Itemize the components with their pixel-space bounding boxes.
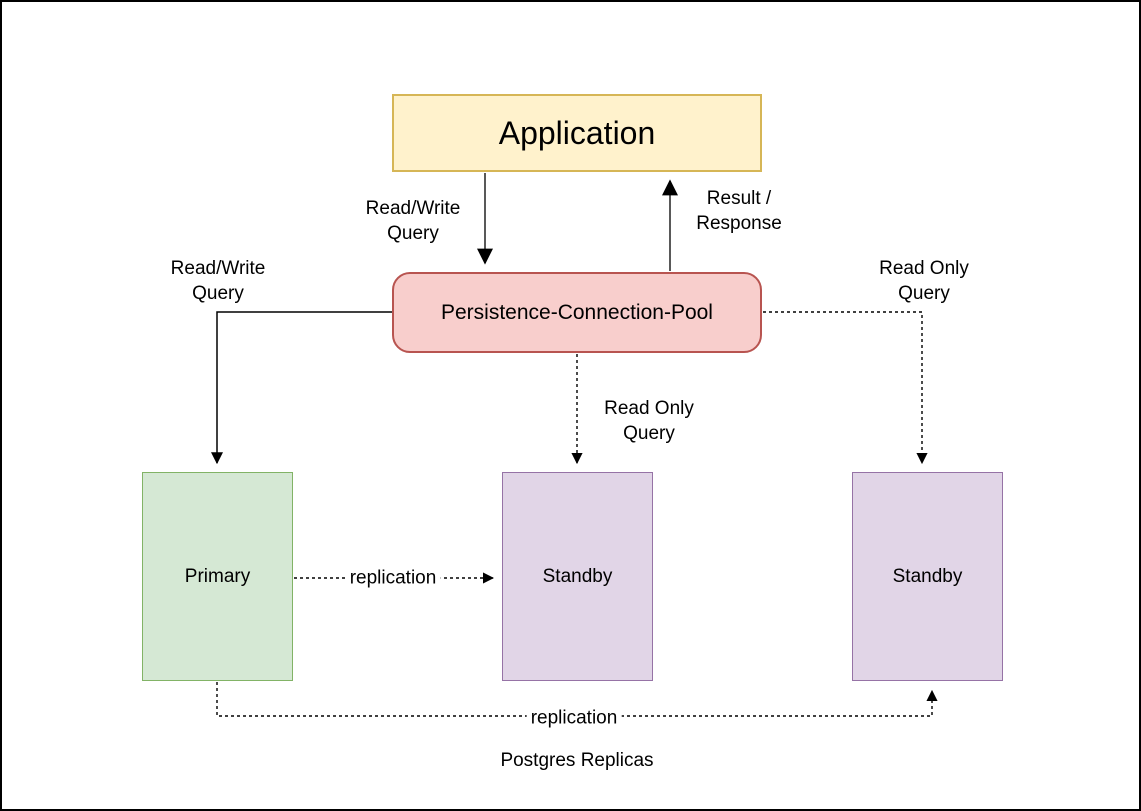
node-standby-right: Standby bbox=[852, 472, 1003, 681]
edge-label-read-only-query-right: Read Only Query bbox=[879, 258, 969, 304]
node-standby-middle: Standby bbox=[502, 472, 653, 681]
node-primary: Primary bbox=[142, 472, 293, 681]
edge-pool-to-standby-right bbox=[763, 311, 928, 465]
edge-label-replication-bottom: replication bbox=[526, 705, 622, 731]
edge-label-replication-mid: replication bbox=[345, 565, 441, 591]
edge-label-read-write-query-top: Read/Write Query bbox=[365, 198, 461, 244]
node-standby-right-label: Standby bbox=[892, 565, 963, 587]
node-pool-label: Persistence-Connection-Pool bbox=[441, 300, 713, 324]
node-primary-label: Primary bbox=[184, 565, 251, 587]
node-standby-middle-label: Standby bbox=[542, 565, 613, 587]
diagram-caption: Postgres Replicas bbox=[500, 750, 654, 771]
edge-label-read-write-query-left: Read/Write Query bbox=[170, 258, 266, 304]
node-application: Application bbox=[392, 94, 762, 172]
edge-label-read-only-query-middle: Read Only Query bbox=[604, 398, 694, 444]
node-application-label: Application bbox=[498, 114, 656, 151]
node-persistence-connection-pool: Persistence-Connection-Pool bbox=[392, 272, 762, 353]
edge-label-result-response: Result / Response bbox=[696, 188, 782, 234]
edge-pool-to-primary bbox=[211, 311, 392, 465]
